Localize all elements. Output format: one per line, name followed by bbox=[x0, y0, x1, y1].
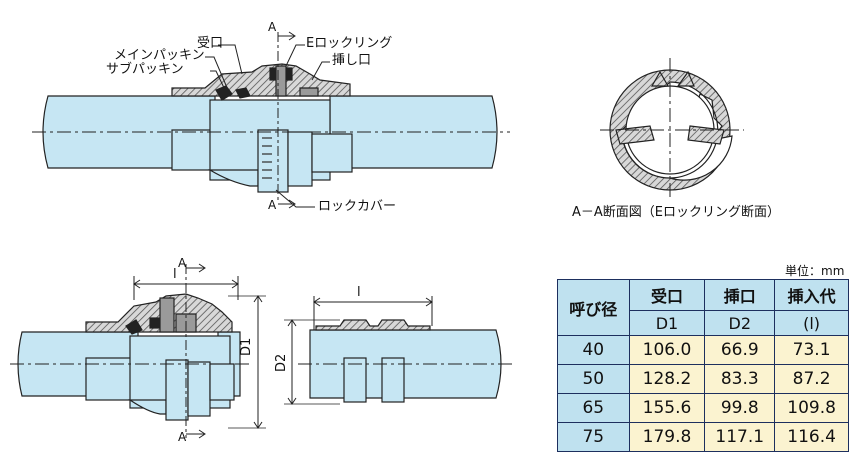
label-lock-cover: ロックカバー bbox=[318, 199, 397, 214]
label-e-lock-ring: Eロックリング bbox=[306, 36, 393, 51]
label-d1: D1 bbox=[239, 337, 254, 356]
top-leaders bbox=[205, 44, 330, 208]
section-caption: A－A断面図（Eロックリング断面） bbox=[572, 205, 781, 220]
cell-d1: 179.8 bbox=[628, 422, 706, 452]
cell-l: 116.4 bbox=[774, 422, 849, 452]
label-d2: D2 bbox=[274, 353, 289, 372]
cell-l: 87.2 bbox=[774, 364, 849, 394]
header-sashiguchi: 挿口 bbox=[704, 279, 776, 311]
cell-d1: 155.6 bbox=[628, 393, 706, 423]
cell-l: 109.8 bbox=[774, 393, 849, 423]
top-hatch-section bbox=[171, 63, 351, 97]
header-size: 呼び径 bbox=[557, 279, 630, 336]
label-section-a-bottom: A bbox=[268, 198, 277, 212]
cell-size: 40 bbox=[557, 335, 630, 365]
cell-d2: 117.1 bbox=[704, 422, 776, 452]
header-ukeguchi: 受口 bbox=[628, 279, 706, 311]
cell-d2: 99.8 bbox=[704, 393, 776, 423]
table-row: 65 155.6 99.8 109.8 bbox=[557, 393, 849, 423]
label-sub-packing: サブパッキン bbox=[106, 62, 184, 77]
label-a-bottom-top: A bbox=[178, 256, 187, 270]
table-row: 40 106.0 66.9 73.1 bbox=[557, 335, 849, 365]
cell-d1: 106.0 bbox=[628, 335, 706, 365]
top-assembly bbox=[42, 63, 498, 193]
cell-size: 50 bbox=[557, 364, 630, 394]
label-a-bottom-bottom: A bbox=[178, 430, 187, 444]
label-l-left: l bbox=[173, 267, 177, 282]
cell-d2: 66.9 bbox=[704, 335, 776, 365]
cell-d1: 128.2 bbox=[628, 364, 706, 394]
label-section-a-top: A bbox=[268, 20, 277, 34]
label-l-right: l bbox=[357, 285, 361, 300]
label-ukeguchi: 受口 bbox=[197, 36, 224, 51]
header-insert: 挿入代 bbox=[774, 279, 849, 311]
header-l: (l) bbox=[774, 310, 849, 336]
table-row: 50 128.2 83.3 87.2 bbox=[557, 364, 849, 394]
header-d2: D2 bbox=[704, 310, 776, 336]
label-sashiguchi: 挿し口 bbox=[332, 53, 372, 68]
header-d1: D1 bbox=[628, 310, 706, 336]
cell-l: 73.1 bbox=[774, 335, 849, 365]
unit-note: 単位：mm bbox=[785, 264, 845, 278]
label-main-packing: メインパッキン bbox=[114, 48, 205, 63]
top-lock-cover bbox=[257, 129, 289, 193]
cell-size: 65 bbox=[557, 393, 630, 423]
cell-size: 75 bbox=[557, 422, 630, 452]
cell-d2: 83.3 bbox=[704, 364, 776, 394]
table-row: 75 179.8 117.1 116.4 bbox=[557, 422, 849, 452]
spec-table: 呼び径 受口 挿口 挿入代 D1 D2 (l) 40 106.0 66.9 73… bbox=[557, 279, 849, 452]
bottom-left-assembly bbox=[17, 293, 241, 421]
spigot-assembly bbox=[309, 319, 502, 403]
